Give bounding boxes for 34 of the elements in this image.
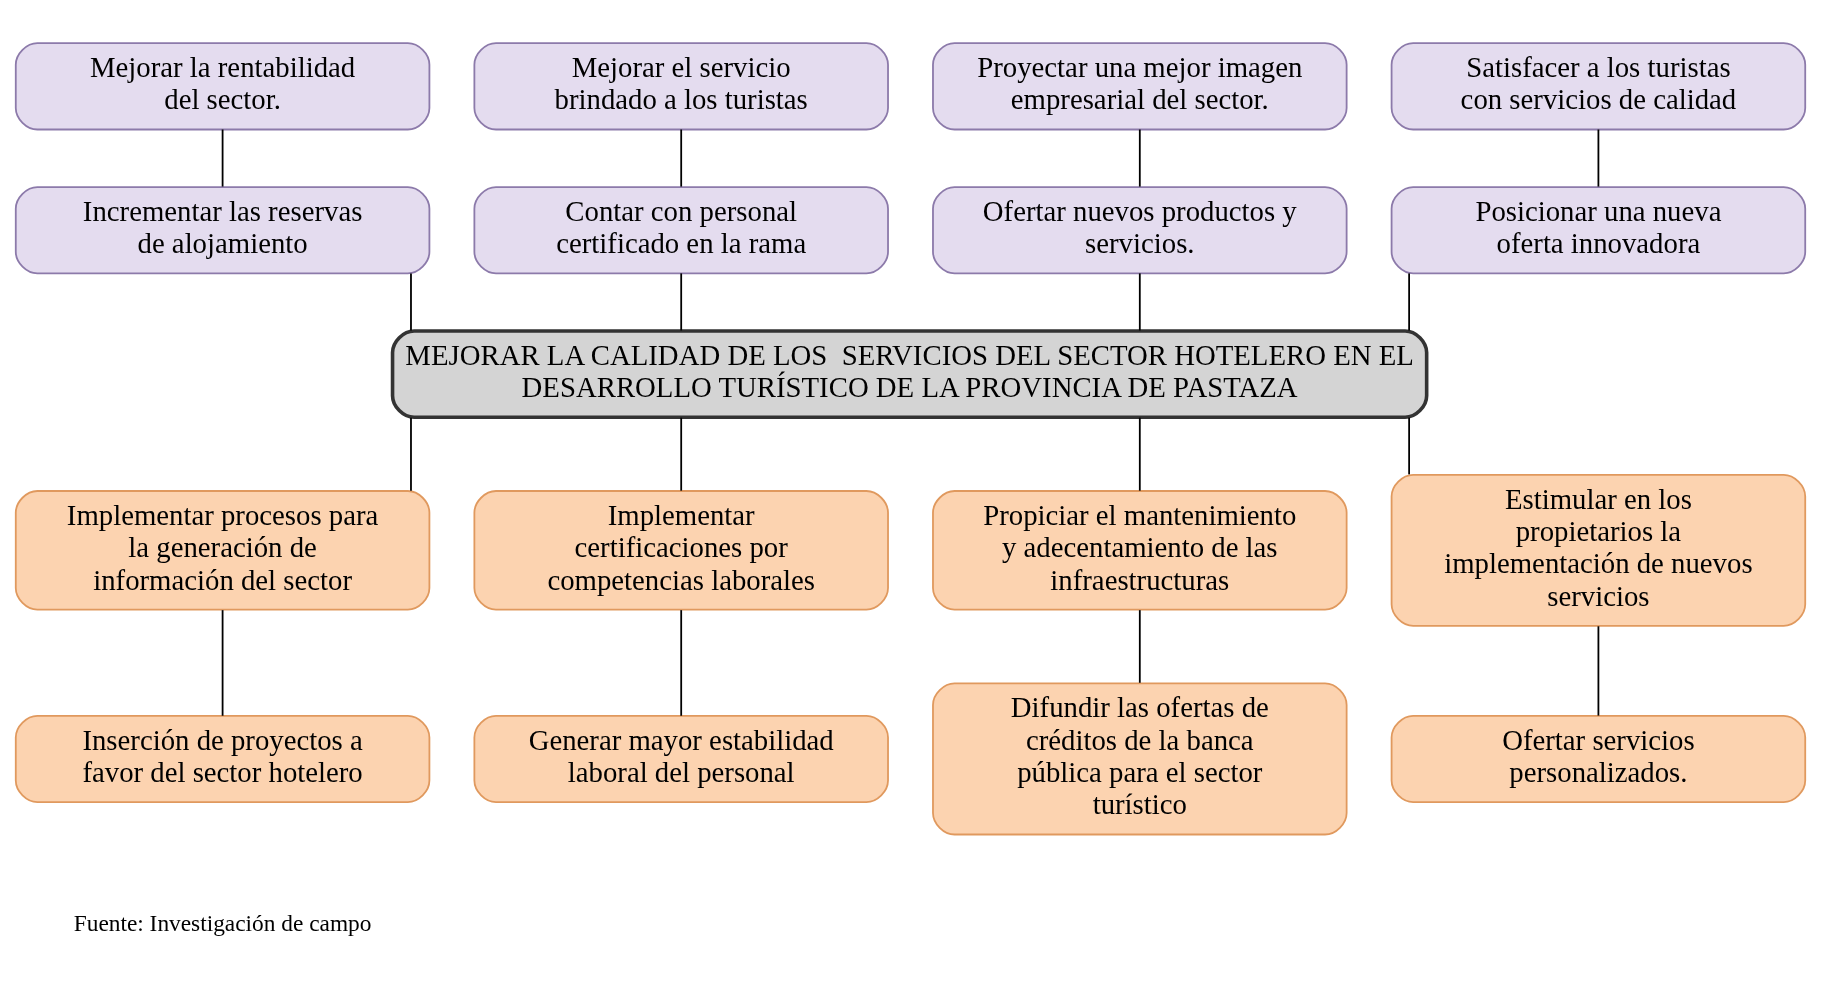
connector <box>680 272 683 332</box>
node-box: Posicionar una nueva oferta innovadora <box>1390 186 1807 275</box>
node-box: Contar con personal certificado en la rama <box>473 186 889 275</box>
node-box: Implementar procesos para la generación de información del sector <box>14 490 431 611</box>
connector <box>410 416 412 492</box>
connector <box>221 609 224 717</box>
node-box: Ofertar nuevos productos y servicios. <box>932 186 1348 275</box>
node-box: Generar mayor estabilidad laboral del personal <box>473 714 889 804</box>
connector <box>680 416 683 492</box>
node-box: Ofertar servicios personalizados. <box>1390 714 1807 804</box>
connector <box>1138 272 1141 332</box>
node-box: Propiciar el mantenimiento y adecentamiento de las infraestructuras <box>932 490 1348 611</box>
node-box: Difundir las ofertas de créditos de la banca pública para el sector turístico <box>932 682 1348 836</box>
node-box: Estimular en los propietarios la implementación de nuevos servicios <box>1390 473 1807 627</box>
node-box: Incrementar las reservas de alojamiento <box>14 186 431 275</box>
node-box: Inserción de proyectos a favor del sector hotelero <box>14 714 431 804</box>
connector <box>680 609 683 717</box>
connector <box>1408 272 1410 332</box>
connector <box>221 128 224 188</box>
label: Fuente: Investigación de campo <box>73 909 372 936</box>
connector <box>1597 625 1600 717</box>
node-box: Mejorar el servicio brindado a los turistas <box>473 42 889 131</box>
node-box: Implementar certificaciones por competencias laborales <box>473 490 889 611</box>
connector <box>1138 609 1141 684</box>
connector <box>1138 128 1141 188</box>
connector <box>1408 416 1410 476</box>
node-box: Proyectar una mejor imagen empresarial del sector. <box>932 42 1348 131</box>
node-box: MEJORAR LA CALIDAD DE LOS SERVICIOS DEL SECTOR HOTELERO EN EL DESARROLLO TURÍSTICO DE LA PROVINCIA DE PASTAZA <box>390 329 1429 420</box>
node-box: Satisfacer a los turistas con servicios de calidad <box>1390 42 1807 131</box>
node-box: Mejorar la rentabilidad del sector. <box>14 42 431 131</box>
connector <box>1138 416 1141 492</box>
connector <box>410 272 412 332</box>
connector <box>1597 128 1600 188</box>
connector <box>680 128 683 188</box>
